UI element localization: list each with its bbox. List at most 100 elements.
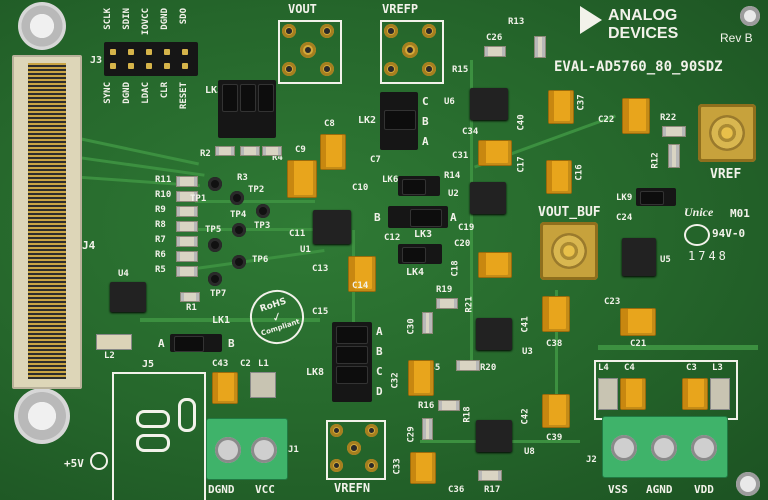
resistor — [534, 36, 546, 58]
u6-label: U6 — [444, 97, 455, 107]
c15-label: C15 — [312, 307, 329, 317]
r12-label: R12 — [650, 152, 661, 169]
jumper[interactable] — [410, 209, 442, 227]
test-point[interactable] — [256, 204, 270, 218]
test-point[interactable] — [208, 238, 222, 252]
resistor — [422, 312, 433, 334]
capacitor-c16 — [546, 160, 572, 194]
tp2-label: TP2 — [248, 185, 265, 195]
test-point[interactable] — [208, 177, 222, 191]
c34-label: C34 — [462, 127, 479, 137]
jumper[interactable] — [402, 247, 426, 263]
jumper[interactable] — [222, 84, 238, 112]
j3-top-pin-label: SDIN — [122, 8, 132, 30]
j1-terminal-block[interactable] — [206, 418, 288, 480]
mounting-hole — [14, 388, 70, 444]
c17-label: C17 — [516, 156, 527, 173]
jumper[interactable] — [336, 366, 368, 384]
pad — [365, 424, 378, 437]
revision-label: Rev B — [720, 31, 753, 45]
vrefp-connector-footprint[interactable] — [380, 20, 444, 84]
vout-buf-label: VOUT_BUF — [538, 205, 601, 220]
resistor — [176, 206, 198, 217]
resistor — [422, 418, 433, 440]
resistor — [456, 360, 480, 371]
maker-logo: Unice — [684, 205, 714, 219]
resistor-stack-label: R9 — [155, 205, 166, 215]
header-pin — [128, 49, 134, 55]
vout-buf-smb-connector[interactable] — [540, 222, 598, 280]
test-point[interactable] — [232, 255, 246, 269]
lk8-label: LK8 — [306, 367, 325, 378]
jumper[interactable] — [640, 191, 664, 205]
j3-top-pin-label: SCLK — [103, 8, 113, 30]
jumper[interactable] — [174, 336, 204, 352]
j5-outline — [112, 372, 206, 500]
j2-vss-label: VSS — [608, 483, 628, 496]
capacitor-c4 — [620, 378, 646, 410]
vout-connector-footprint[interactable] — [278, 20, 342, 84]
tp1-label: TP1 — [190, 194, 207, 204]
c40-label: C40 — [516, 114, 527, 131]
lk2-b-label: B — [422, 115, 429, 128]
j3-top-pin-label: IOVCC — [141, 8, 151, 36]
c43-label: C43 — [212, 359, 229, 369]
c20-label: C20 — [454, 239, 471, 249]
c37-label: C37 — [576, 94, 587, 111]
vout-label: VOUT — [288, 2, 317, 16]
brand-line2: DEVICES — [608, 25, 679, 42]
vrefn-connector-footprint[interactable] — [326, 420, 386, 480]
test-point[interactable] — [232, 223, 246, 237]
j1-vcc-label: VCC — [255, 483, 275, 496]
j3-top-pin-label: SDO — [179, 8, 189, 25]
header-pin — [128, 63, 134, 69]
u2-chip — [470, 182, 506, 214]
capacitor-c39 — [542, 394, 570, 428]
tp7-label: TP7 — [210, 289, 227, 299]
c38-label: C38 — [546, 339, 563, 349]
resistor — [176, 236, 198, 247]
jumper[interactable] — [384, 110, 416, 130]
r20-label: R20 — [480, 363, 497, 373]
rohs-logo: RoHS ✓ Compliant — [242, 282, 312, 352]
resistor — [436, 298, 458, 309]
resistor — [438, 400, 460, 411]
lk8-b-label: B — [376, 345, 383, 358]
vrefp-label: VREFP — [382, 2, 419, 16]
j4-edge-connector[interactable] — [12, 55, 82, 389]
resistor — [215, 146, 235, 156]
j2-terminal-block[interactable] — [602, 416, 728, 478]
c39-label: C39 — [546, 433, 563, 443]
j4-label: J4 — [82, 239, 96, 252]
c8-label: C8 — [324, 119, 335, 129]
tp6-label: TP6 — [252, 255, 269, 265]
resistor — [176, 176, 198, 187]
resistor-stack-label: R6 — [155, 250, 166, 260]
header-pin — [110, 63, 116, 69]
r4-label: R4 — [272, 153, 283, 163]
c36-label: C36 — [448, 485, 465, 495]
test-point[interactable] — [208, 272, 222, 286]
c32-label: C32 — [390, 372, 401, 389]
jumper[interactable] — [336, 346, 368, 364]
jumper[interactable] — [336, 326, 368, 344]
test-point[interactable] — [230, 191, 244, 205]
jumper[interactable] — [402, 179, 426, 195]
r2-label: R2 — [200, 149, 211, 159]
resistor-stack-label: R10 — [155, 190, 172, 200]
lk3-a-label: A — [450, 211, 457, 224]
j1-label: J1 — [288, 445, 299, 455]
pad — [320, 24, 334, 38]
capacitor-c31 — [478, 140, 512, 166]
jumper[interactable] — [258, 84, 274, 112]
resistor-stack-label: R8 — [155, 220, 166, 230]
mounting-hole — [18, 2, 66, 50]
vref-smb-connector[interactable] — [698, 104, 756, 162]
j3-header[interactable] — [104, 42, 198, 76]
u8-label: U8 — [524, 447, 535, 457]
r15-label: R15 — [452, 65, 469, 75]
jumper[interactable] — [240, 84, 256, 112]
brand-line1: ANALOG — [608, 7, 678, 24]
lk9-label: LK9 — [616, 193, 633, 203]
header-pin — [182, 49, 188, 55]
